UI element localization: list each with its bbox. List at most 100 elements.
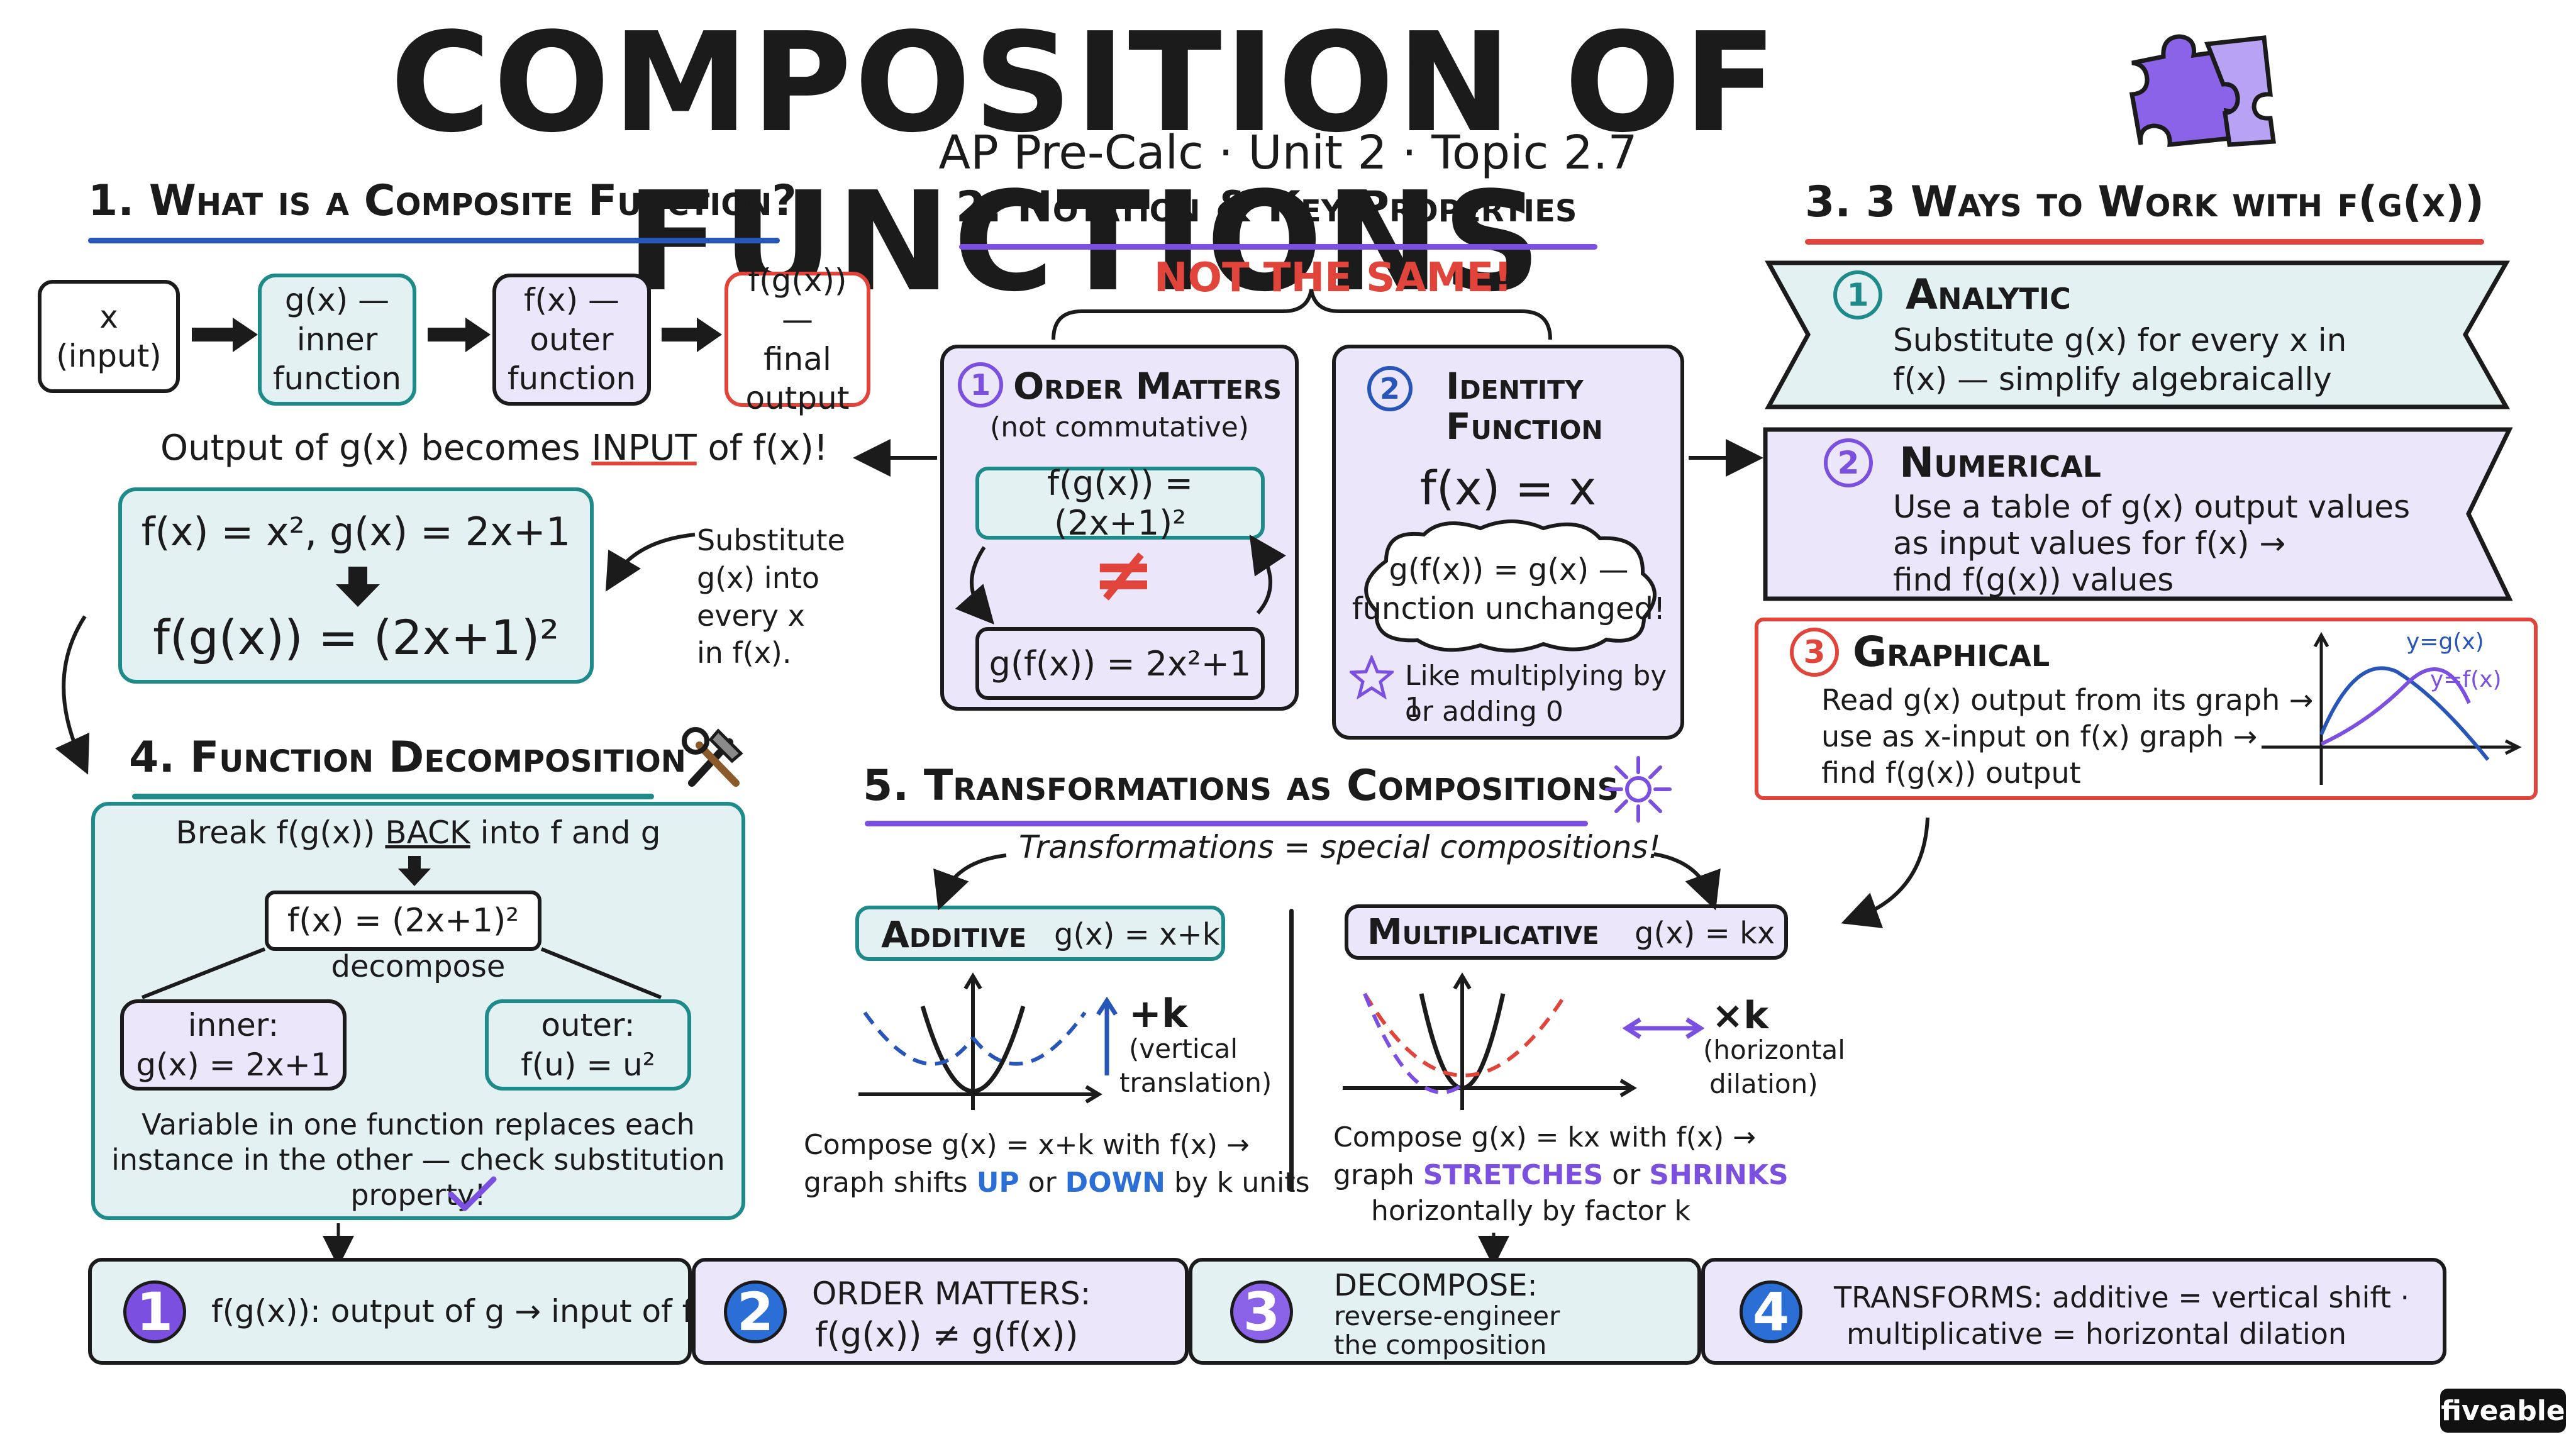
analytic-num-circle: 1 bbox=[1833, 270, 1882, 319]
decomp-foot-2: instance in the other — check substituti… bbox=[111, 1143, 725, 1177]
section-5-divider bbox=[1289, 909, 1294, 1192]
graphical-title: Graphical bbox=[1853, 628, 2050, 676]
flow-input-l1: x bbox=[99, 298, 118, 335]
double-arrow-icon bbox=[1622, 1016, 1705, 1043]
summary-4-line-1: TRANSFORMS: additive = vertical shift · bbox=[1834, 1280, 2410, 1314]
star-line-2: or adding 0 bbox=[1405, 696, 1563, 728]
hammer-wrench-icon bbox=[679, 723, 748, 795]
summary-4-line-2: multiplicative = horizontal dilation bbox=[1846, 1317, 2347, 1351]
multiplicative-graph bbox=[1340, 969, 1641, 1113]
decomp-foot-3: property! bbox=[350, 1178, 486, 1212]
not-equal-symbol: ≠ bbox=[1092, 531, 1155, 618]
flow-inner-box: g(x) — inner function bbox=[258, 274, 416, 406]
summary-card-3: 3 DECOMPOSE: reverse-engineer the compos… bbox=[1189, 1258, 1701, 1365]
decomposition-card: Break f(g(x)) BACK into f and g f(x) = (… bbox=[91, 802, 745, 1220]
decomp-lead: Break f(g(x)) BACK into f and g bbox=[95, 813, 741, 853]
decomp-branches bbox=[141, 947, 662, 999]
graphical-card: 3 Graphical Read g(x) output from its gr… bbox=[1755, 618, 2538, 800]
summary-num-3: 3 bbox=[1230, 1280, 1293, 1343]
identity-card: 2 Identity Function f(x) = x g(f(x)) = g… bbox=[1332, 345, 1684, 740]
numerical-line-2: as input values for f(x) → bbox=[1893, 525, 2286, 562]
identity-title-1: Identity bbox=[1446, 365, 1584, 408]
numerical-line-3: find f(g(x)) values bbox=[1893, 562, 2174, 598]
graphical-line-2: use as x-input on f(x) graph → bbox=[1821, 719, 2258, 753]
checkmark-icon bbox=[447, 1175, 497, 1216]
section-1-underline bbox=[88, 238, 780, 243]
additive-note-2: translation) bbox=[1119, 1067, 1272, 1098]
multiplicative-stretch: STRETCHES bbox=[1423, 1159, 1604, 1191]
decomp-lead-post: into f and g bbox=[470, 814, 661, 851]
flow-outer-box: f(x) — outer function bbox=[492, 274, 651, 406]
flow-input-box: x (input) bbox=[38, 280, 180, 393]
graphical-line-3: find f(g(x)) output bbox=[1821, 756, 2081, 790]
down-arrow-icon-2 bbox=[396, 855, 433, 890]
s1-note-l4: in f(x). bbox=[697, 636, 792, 670]
analytic-line-1: Substitute g(x) for every x in bbox=[1893, 322, 2347, 358]
decomp-inner-l2: g(x) = 2x+1 bbox=[136, 1046, 331, 1083]
decomp-inner-l1: inner: bbox=[187, 1007, 279, 1043]
down-arrow-icon bbox=[333, 565, 383, 612]
summary-2-line-1: ORDER MATTERS: bbox=[812, 1275, 1091, 1312]
decomp-outer-box: outer: f(u) = u² bbox=[485, 999, 691, 1091]
flow-outer-l2: outer bbox=[530, 321, 614, 358]
decomp-lead-key: BACK bbox=[385, 814, 470, 851]
summary-card-2: 2 ORDER MATTERS: f(g(x)) ≠ g(f(x)) bbox=[692, 1258, 1189, 1365]
summary-num-4: 4 bbox=[1740, 1280, 1802, 1343]
additive-down: DOWN bbox=[1065, 1167, 1165, 1199]
summary-card-1: 1 f(g(x)): output of g → input of f bbox=[88, 1258, 693, 1365]
s1-note-l2: g(x) into bbox=[697, 560, 820, 595]
s1-note: Substitute g(x) into every x in f(x). bbox=[697, 522, 845, 672]
order-eq1: f(g(x)) = (2x+1)² bbox=[1047, 464, 1193, 543]
flow-outer-l1: f(x) — bbox=[523, 282, 620, 319]
decomp-inner-box: inner: g(x) = 2x+1 bbox=[120, 999, 347, 1091]
s1-caption-pre: Output of g(x) becomes bbox=[160, 428, 592, 469]
additive-note-1: (vertical bbox=[1129, 1033, 1238, 1064]
page-title: COMPOSITION OF FUNCTIONS bbox=[390, 4, 1780, 322]
order-eq1-box: f(g(x)) = (2x+1)² bbox=[975, 464, 1265, 543]
multiplicative-arrow-label: ×k bbox=[1712, 994, 1769, 1038]
flow-inner-l3: function bbox=[272, 360, 402, 397]
multiplicative-pill: Multiplicative g(x) = kx bbox=[1345, 904, 1788, 960]
multiplicative-desc-1: Compose g(x) = kx with f(x) → bbox=[1333, 1121, 1757, 1153]
additive-desc-2b: by k units bbox=[1165, 1167, 1310, 1199]
additive-title: Additive bbox=[881, 913, 1027, 956]
order-matters-card: 1 Order Matters (not commutative) f(g(x)… bbox=[940, 345, 1299, 711]
section-3-heading: 3. 3 Ways to Work with f(g(x)) bbox=[1805, 177, 2485, 227]
additive-pill: Additive g(x) = x+k bbox=[855, 906, 1225, 961]
summary-num-2: 2 bbox=[724, 1280, 787, 1343]
page-subtitle: AP Pre-Calc · Unit 2 · Topic 2.7 bbox=[938, 126, 1638, 180]
analytic-line-2: f(x) — simplify algebraically bbox=[1893, 361, 2332, 397]
star-line-1: Like multiplying by 1 bbox=[1405, 660, 1667, 724]
order-title: Order Matters bbox=[1013, 365, 1282, 408]
summary-3-line-2: reverse-engineer bbox=[1334, 1301, 1560, 1331]
analytic-banner: 1 Analytic Substitute g(x) for every x i… bbox=[1761, 258, 2516, 412]
multiplicative-desc-2a: graph bbox=[1333, 1159, 1423, 1191]
s1-example-l1: f(x) = x², g(x) = 2x+1 bbox=[141, 509, 571, 555]
graphical-mini-graph: y=g(x) y=f(x) bbox=[2262, 628, 2526, 791]
section-5-underline bbox=[865, 821, 1588, 826]
s1-note-l1: Substitute bbox=[697, 523, 845, 557]
multiplicative-note-2: dilation) bbox=[1709, 1069, 1818, 1099]
s1-example-box: f(x) = x², g(x) = 2x+1 f(g(x)) = (2x+1)² bbox=[118, 487, 594, 684]
flow-output-l1: f(g(x)) — bbox=[748, 262, 847, 338]
s1-example-l2: f(g(x)) = (2x+1)² bbox=[153, 609, 559, 665]
additive-desc-2: graph shifts UP or DOWN by k units bbox=[804, 1167, 1310, 1199]
flow-input-l2: (input) bbox=[56, 338, 162, 374]
graph-label-g: y=g(x) bbox=[2406, 629, 2484, 655]
s1-note-l3: every x bbox=[697, 598, 805, 633]
section-4-underline bbox=[132, 794, 654, 799]
identity-equation: f(x) = x bbox=[1419, 462, 1597, 516]
numerical-title: Numerical bbox=[1899, 438, 2101, 487]
numerical-num-circle: 2 bbox=[1824, 438, 1873, 487]
flow-output-l2: final bbox=[763, 340, 831, 377]
s5-lead: Transformations = special compositions! bbox=[1019, 829, 1661, 865]
numerical-line-1: Use a table of g(x) output values bbox=[1893, 489, 2411, 525]
s1-caption: Output of g(x) becomes INPUT of f(x)! bbox=[160, 426, 828, 470]
order-eq2-box: g(f(x)) = 2x²+1 bbox=[975, 627, 1265, 700]
decomp-root-box: f(x) = (2x+1)² bbox=[265, 891, 541, 951]
puzzle-icon bbox=[2119, 19, 2283, 151]
decomp-outer-l1: outer: bbox=[541, 1007, 635, 1043]
decomp-root: f(x) = (2x+1)² bbox=[287, 902, 519, 940]
section-4-heading: 4. Function Decomposition bbox=[129, 733, 686, 782]
flow-output-l3: output bbox=[745, 380, 850, 416]
